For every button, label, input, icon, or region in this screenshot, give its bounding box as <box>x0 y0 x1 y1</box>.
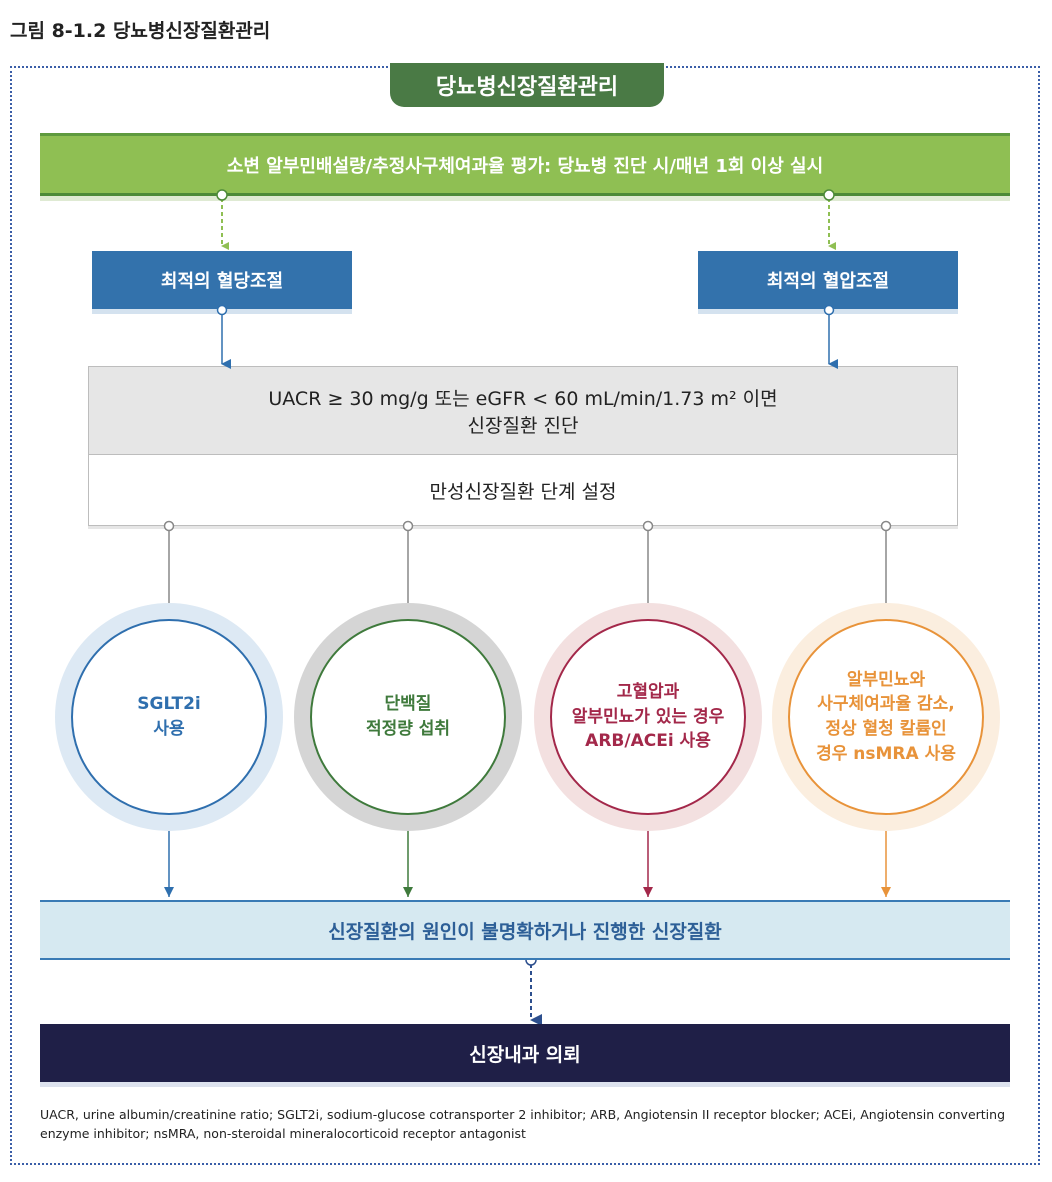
treatment-ring: SGLT2i 사용 <box>55 603 283 831</box>
staging-arrows <box>163 520 895 620</box>
treatment-text: 경우 nsMRA 사용 <box>816 743 956 764</box>
treatment-text: 적정량 섭취 <box>365 719 451 739</box>
glucose-control-box: 최적의 혈당조절 <box>92 251 352 309</box>
screening-box: 소변 알부민배설량/추정사구체여과율 평가: 당뇨병 진단 시/매년 1회 이상… <box>40 133 1010 196</box>
treatment-arrows <box>164 815 891 897</box>
screening-arrows <box>216 189 836 250</box>
treatment-text: ARB/ACEi 사용 <box>585 731 711 752</box>
diagnosis-box: UACR ≥ 30 mg/g 또는 eGFR < 60 mL/min/1.73 … <box>88 366 958 455</box>
bp-control-box: 최적의 혈압조절 <box>698 251 958 309</box>
unclear-cause-box: 신장질환의 원인이 불명확하거나 진행한 신장질환 <box>40 900 1010 960</box>
footnote: UACR, urine albumin/creatinine ratio; SG… <box>40 1107 1006 1141</box>
referral-arrow <box>525 954 542 1026</box>
staging-box: 만성신장질환 단계 설정 <box>88 454 958 526</box>
treatment-text: 고혈압과 <box>616 682 680 703</box>
treatment-text: 단백질 <box>384 694 432 715</box>
control-arrows <box>216 304 838 369</box>
treatment-text: 알부민뇨가 있는 경우 <box>571 706 725 727</box>
diagnosis-line-1: UACR ≥ 30 mg/g 또는 eGFR < 60 mL/min/1.73 … <box>268 387 778 410</box>
treatment-text: 알부민뇨와 <box>846 669 926 690</box>
diagram-title-tab: 당뇨병신장질환관리 <box>390 63 664 107</box>
treatment-text: 사용 <box>153 719 185 739</box>
treatment-text: 사구체여과율 감소, <box>817 694 955 715</box>
treatment-text: 정상 혈청 칼륨인 <box>825 719 947 739</box>
referral-box: 신장내과 의뢰 <box>40 1024 1010 1082</box>
treatment-circle: SGLT2i 사용 <box>71 619 267 815</box>
diagnosis-line-2: 신장질환 진단 <box>467 414 579 437</box>
figure-title: 그림 8-1.2 당뇨병신장질환관리 <box>10 20 271 42</box>
treatment-text: SGLT2i <box>137 694 201 715</box>
